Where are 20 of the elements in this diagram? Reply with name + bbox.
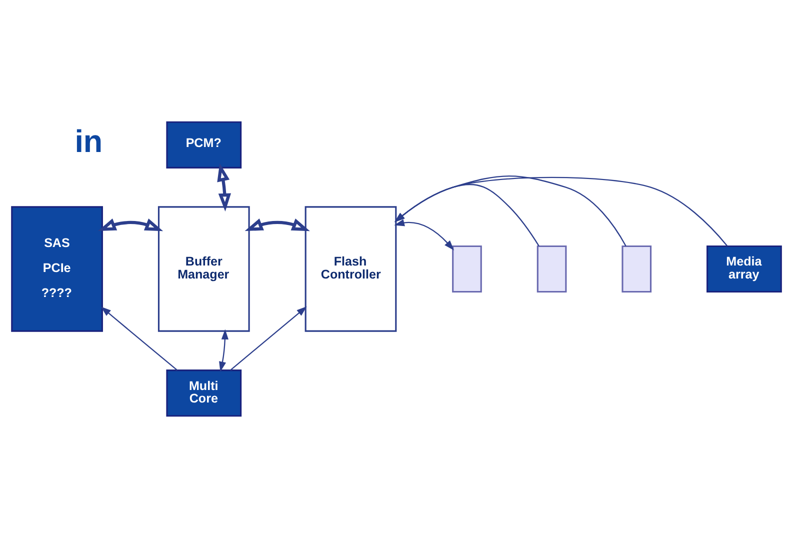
node-box	[622, 245, 652, 293]
arrow	[394, 219, 454, 250]
node-box: PCM?	[166, 121, 242, 168]
node-box: Multi Core	[166, 370, 242, 417]
label: in	[74, 124, 103, 159]
arrow	[219, 329, 228, 372]
node-box	[536, 245, 567, 293]
arrow	[100, 306, 178, 371]
node-box: Buffer Manager	[158, 206, 250, 332]
arrow	[394, 184, 540, 246]
arrow	[244, 218, 310, 232]
arrow	[230, 306, 307, 371]
arrow	[394, 176, 728, 246]
arrow	[217, 163, 232, 212]
arrow	[98, 218, 164, 232]
arrow	[394, 176, 626, 246]
node-box: SAS PCIe ????	[11, 206, 103, 332]
node-box	[452, 245, 482, 293]
node-box: Flash Controller	[304, 206, 397, 332]
node-box: Media array	[706, 245, 782, 293]
